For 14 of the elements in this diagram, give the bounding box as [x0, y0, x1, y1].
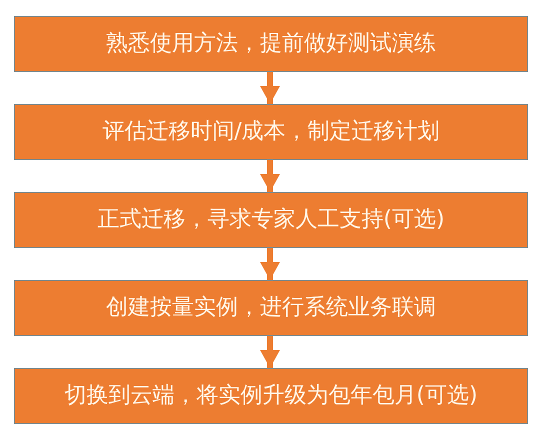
- process-box: [14, 104, 528, 160]
- step-text: 创建按量实例，进行系统业务联调: [106, 294, 436, 322]
- step-text: 正式迁移，寻求专家人工支持(可选): [97, 206, 445, 234]
- process-box: [14, 368, 528, 424]
- arrow: [260, 160, 280, 192]
- step-text: 评估迁移时间/成本，制定迁移计划: [102, 118, 440, 146]
- process-box: [14, 280, 528, 336]
- step-text: 切换到云端，将实例升级为包年包月(可选): [64, 382, 478, 410]
- arrow: [260, 336, 280, 368]
- arrow: [260, 72, 280, 104]
- arrow: [260, 248, 280, 280]
- process-box: [14, 16, 528, 72]
- process-box: [14, 192, 528, 248]
- step-text: 熟悉使用方法，提前做好测试演练: [106, 30, 436, 58]
